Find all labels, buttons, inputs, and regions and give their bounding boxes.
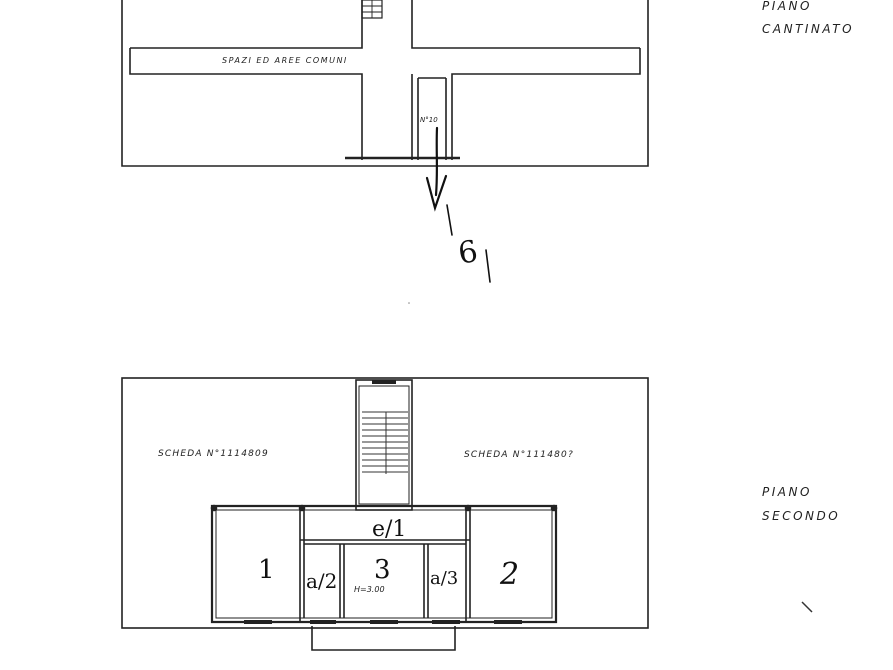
wall-bath-right bbox=[423, 544, 429, 618]
second-floor-label-line2: SECONDO bbox=[762, 509, 840, 523]
arrow-head-icon bbox=[425, 174, 448, 212]
room-3-number: 3 bbox=[374, 555, 391, 585]
stray-mark bbox=[801, 601, 813, 613]
basement-corridor-wall-top-right bbox=[411, 0, 640, 49]
basement-corridor-wall-top-left bbox=[130, 0, 363, 49]
basement-arrow-annotation bbox=[425, 126, 491, 283]
apartment-outer-wall bbox=[210, 504, 558, 624]
room-3-height: H=3.00 bbox=[354, 585, 385, 594]
scan-speck bbox=[408, 302, 410, 304]
second-floor-outer-wall bbox=[121, 377, 649, 629]
room-2-number: 2 bbox=[499, 557, 519, 592]
sub-room-right: a/3 bbox=[430, 568, 458, 589]
wall-room-1 bbox=[299, 506, 305, 622]
balcony bbox=[311, 626, 456, 651]
stair-icon bbox=[362, 411, 408, 474]
sub-room-left: a/2 bbox=[306, 569, 337, 593]
basement-corridor-label: SPAZI ED AREE COMUNI bbox=[222, 56, 348, 65]
sheet-right-label: SCHEDA N°111480? bbox=[464, 450, 574, 460]
basement-floor-label-line1: PIANO bbox=[762, 0, 812, 13]
basement-corridor-wall-bottom-left bbox=[129, 48, 363, 160]
corridor-wall bbox=[300, 539, 470, 545]
room-1-number: 1 bbox=[258, 555, 275, 585]
basement-outer-wall bbox=[121, 0, 649, 167]
basement-annotation-number: 6 bbox=[456, 234, 481, 272]
basement-corridor-wall-bottom-right bbox=[451, 48, 641, 160]
basement-floor-label-line2: CANTINATO bbox=[762, 22, 854, 36]
basement-storage-room bbox=[411, 74, 447, 160]
arrow-shaft bbox=[434, 126, 439, 197]
basement-plan bbox=[121, 0, 649, 167]
sheet-left-label: SCHEDA N°1114809 bbox=[158, 449, 269, 459]
second-floor-plan bbox=[121, 377, 649, 651]
basement-room-note: N°10 bbox=[420, 116, 438, 124]
second-floor-label-line1: PIANO bbox=[762, 485, 812, 499]
wall-bath-left bbox=[339, 544, 345, 618]
corridor-mark: e/1 bbox=[372, 517, 406, 542]
stairwell bbox=[355, 379, 413, 511]
wall-room-2 bbox=[465, 506, 471, 622]
